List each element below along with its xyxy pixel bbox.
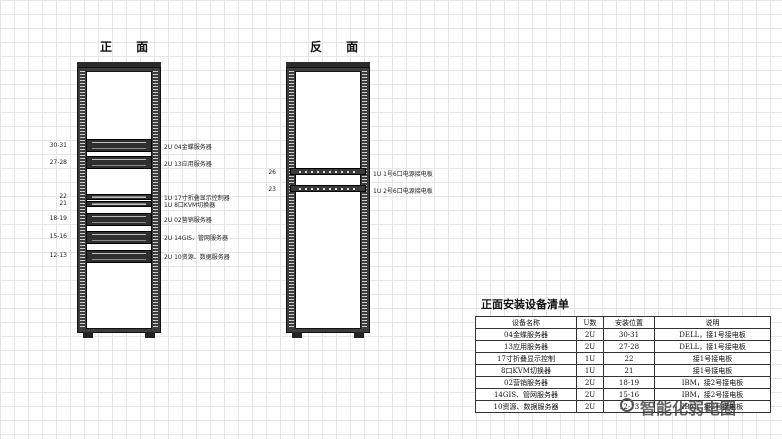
back-rack-right-rail [362,71,367,329]
table-cell: 8口KVM切换器 [475,364,577,377]
front-device-label: 2U 14GIS、管网服务器 [164,235,228,242]
table-cell: 22 [603,352,655,365]
back-view-title: 反 面 [310,40,369,54]
table-cell: 04金蝶服务器 [475,328,577,341]
front-u-label: 22 [59,193,67,200]
front-rack-top-cap [77,62,161,68]
table-cell: DELL，接1号接电板 [654,328,771,341]
front-device-21 [86,201,152,207]
table-cell: 02营销服务器 [475,376,577,389]
table-cell: 1U [576,364,604,377]
table-row: 13应用服务器 2U 27-28 DELL，接1号接电板 [475,340,771,353]
front-device-12-13 [86,250,152,263]
front-u-label: 15-16 [49,233,67,240]
back-rack-left-rail [289,71,294,329]
wechat-icon [620,398,634,412]
front-device-label: 2U 04金蝶服务器 [164,144,212,151]
table-cell: 2U [576,400,604,413]
front-rack [77,62,161,338]
front-u-label: 21 [59,200,67,207]
front-u-label: 30-31 [49,142,67,149]
front-u-label: 27-28 [49,159,67,166]
table-cell: 18-19 [603,376,655,389]
front-rack-interior [86,71,152,329]
table-row: 14GIS、管网服务器 2U 15-16 IBM，接2号接电板 [475,388,771,401]
back-rack-foot-right [354,332,364,338]
table-cell: 30-31 [603,328,655,341]
table-cell: 2U [576,340,604,353]
front-device-label: 1U 17寸折叠显示控制器 [164,195,230,202]
front-rack-right-rail [153,71,158,329]
front-device-27-28 [86,156,152,169]
table-cell: 1U [576,352,604,365]
table-cell: 2U [576,328,604,341]
table-cell: 17寸折叠显示控制 [475,352,577,365]
back-rack-foot-left [292,332,302,338]
table-row: 17寸折叠显示控制 1U 22 接1号接电板 [475,352,771,365]
front-rack-left-rail [80,71,85,329]
back-pdu-26 [290,168,366,175]
front-device-22 [86,194,152,200]
back-pdu-23 [290,185,366,192]
equipment-list-title: 正面安装设备清单 [481,298,569,311]
table-header-cell: U数 [576,316,604,329]
table-cell: 接1号接电板 [654,352,771,365]
table-header-row: 设备名称 U数 安装位置 说明 [475,316,771,329]
back-rack-top-cap [286,62,370,68]
table-cell: 27-28 [603,340,655,353]
watermark-text: 智能化弱电圈 [640,399,737,418]
table-cell: IBM，接2号接电板 [654,400,771,413]
table-cell: 2U [576,388,604,401]
front-device-label: 2U 13应用服务器 [164,161,212,168]
front-device-label: 2U 10资源、数据服务器 [164,254,230,261]
front-device-18-19 [86,213,152,226]
table-cell: 21 [603,364,655,377]
back-device-label: 1U 2号6口电源接电板 [373,188,433,195]
table-cell: 14GIS、管网服务器 [475,388,577,401]
front-device-15-16 [86,231,152,244]
table-cell: IBM，接2号接电板 [654,376,771,389]
front-device-label: 1U 8口KVM切换器 [164,202,216,209]
table-header-cell: 安装位置 [603,316,655,329]
table-cell: DELL，接1号接电板 [654,340,771,353]
equipment-table: 设备名称 U数 安装位置 说明 04金蝶服务器 2U 30-31 DELL，接1… [475,316,771,413]
front-rack-foot-right [145,332,155,338]
table-row: 04金蝶服务器 2U 30-31 DELL，接1号接电板 [475,328,771,341]
front-u-label: 18-19 [49,215,67,222]
back-rack [286,62,370,338]
front-device-30-31 [86,139,152,152]
front-u-label: 12-13 [49,252,67,259]
table-row: 02营销服务器 2U 18-19 IBM，接2号接电板 [475,376,771,389]
table-row: 8口KVM切换器 1U 21 接1号接电板 [475,364,771,377]
table-cell: 2U [576,376,604,389]
front-view-title: 正 面 [100,40,159,54]
table-cell: 10资源、数据服务器 [475,400,577,413]
back-u-label: 26 [268,169,276,176]
front-device-label: 2U 02营销服务器 [164,217,212,224]
back-device-label: 1U 1号6口电源接电板 [373,171,433,178]
table-cell: 13应用服务器 [475,340,577,353]
table-header-cell: 说明 [654,316,771,329]
table-cell: 接1号接电板 [654,364,771,377]
table-header-cell: 设备名称 [475,316,577,329]
back-u-label: 23 [268,186,276,193]
front-rack-foot-left [83,332,93,338]
back-rack-interior [295,71,361,329]
